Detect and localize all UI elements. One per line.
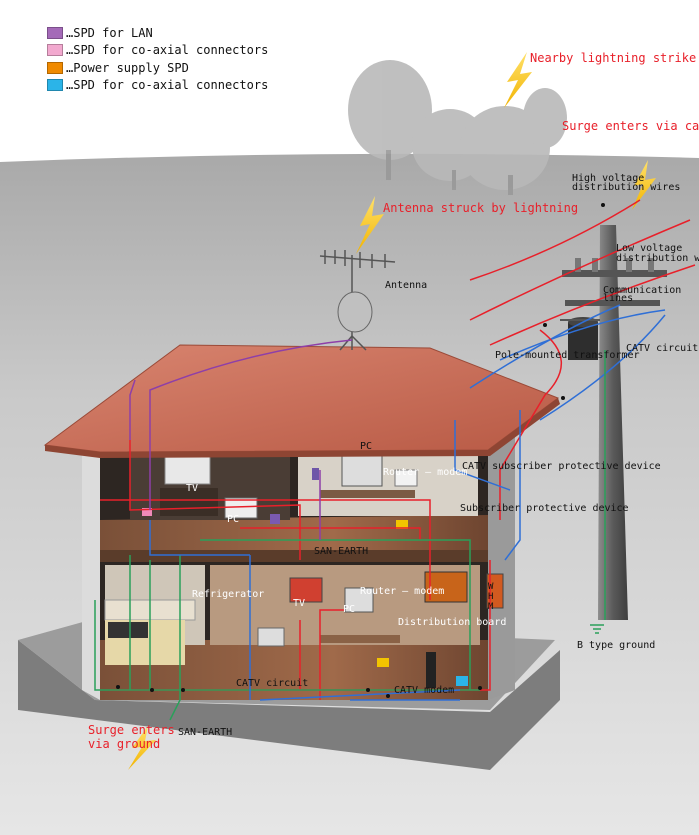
- label-b-type-ground: B type ground: [577, 640, 656, 651]
- speaker-lower: [426, 652, 436, 688]
- label-tv-upper: TV: [186, 483, 199, 494]
- pole-crossarm-2: [565, 300, 660, 306]
- legend-item-coaxial-pink: …SPD for co-axial connectors: [47, 42, 268, 60]
- label-catv-subscriber: CATV subscriber protective device: [462, 461, 661, 472]
- label-low-voltage-line2: distribution wires: [616, 253, 699, 264]
- callout-surge-cables: Surge enters via cables: [562, 119, 699, 133]
- trees: [348, 60, 567, 195]
- wires: [94, 199, 696, 721]
- spd-upper-purple-2: [270, 514, 280, 524]
- ground-rod-icon: [590, 624, 604, 634]
- label-tv-lower: TV: [293, 598, 306, 609]
- stove: [108, 622, 148, 638]
- pc-lower-shape: [344, 587, 374, 613]
- insulator-1: [575, 258, 581, 272]
- legend-swatch-coaxial-blue: [47, 79, 63, 92]
- legend-label-coaxial-pink: …SPD for co-axial connectors: [66, 43, 269, 58]
- label-refrigerator: Refrigerator: [192, 589, 265, 600]
- label-comm-line1: Communication: [603, 285, 682, 296]
- wh-meter-shape: [486, 573, 504, 609]
- label-pc-upper: PC: [360, 441, 373, 452]
- legend-item-coaxial-blue: …SPD for co-axial connectors: [47, 77, 268, 95]
- tv-lower-shape: [289, 577, 323, 603]
- label-subscriber-device: Subscriber protective device: [460, 503, 629, 514]
- lightning-bolt-sky-icon: [504, 52, 532, 108]
- tv-stand-upper: [160, 488, 218, 516]
- lower-floor: [100, 640, 488, 700]
- lightning-bolt-cables-icon: [632, 160, 656, 210]
- label-distribution-board: Distribution board: [398, 617, 507, 628]
- upper-room-right: [298, 448, 478, 516]
- pole-crossarm-1: [562, 270, 667, 277]
- insulator-2: [592, 258, 598, 272]
- spd-lower-blue: [456, 676, 468, 686]
- insulator-4: [648, 258, 654, 272]
- label-router-modem-upper: Router – modem: [383, 467, 468, 478]
- spd-upper-pink: [142, 508, 152, 516]
- label-high-voltage-line2: distribution wires: [572, 182, 681, 193]
- spd-lower-yellow: [377, 658, 389, 667]
- callout-antenna-struck: Antenna struck by lightning: [383, 201, 579, 215]
- router-upper: [394, 469, 418, 487]
- label-pole-transformer: Pole-mounted transformer: [495, 350, 640, 361]
- label-high-voltage-line1: High voltage: [572, 173, 645, 184]
- satellite-dish-icon: [337, 291, 373, 333]
- callout-surge-ground-line1: Surge enters: [88, 723, 175, 737]
- legend-swatch-coaxial-pink: [47, 44, 63, 57]
- label-router-modem-lower: Router – modem: [360, 586, 445, 597]
- insulator-3: [626, 258, 632, 272]
- legend-swatch-power: [47, 61, 63, 74]
- label-san-earth-upper: SAN-EARTH: [314, 546, 369, 557]
- laptop-upper: [224, 497, 258, 519]
- label-catv-circuit-pole: CATV circuit: [626, 343, 699, 354]
- desk-upper: [320, 490, 415, 498]
- label-low-voltage-line1: Low voltage: [616, 243, 683, 254]
- legend-label-power: …Power supply SPD: [66, 60, 189, 75]
- roof-edge: [45, 398, 560, 458]
- phone-lower: [257, 627, 285, 647]
- label-wh-meter: WHM: [488, 582, 494, 612]
- legend-label-lan: …SPD for LAN: [66, 25, 153, 40]
- lightning-bolt-antenna-icon: [356, 196, 384, 254]
- legend-item-lan: …SPD for LAN: [47, 24, 268, 42]
- legend-swatch-lan: [47, 26, 63, 39]
- house-right-wall: [488, 425, 515, 700]
- label-pc-laptop: PC: [227, 514, 240, 525]
- callout-nearby-strike: Nearby lightning strike: [530, 51, 697, 65]
- callout-surge-ground-line2: via ground: [88, 737, 161, 751]
- spd-upper-purple: [312, 468, 319, 480]
- pole-transformer-shape: [560, 317, 600, 360]
- table-lower: [320, 635, 400, 643]
- legend-label-coaxial-blue: …SPD for co-axial connectors: [66, 78, 269, 93]
- legend: …SPD for LAN …SPD for co-axial connector…: [47, 24, 268, 94]
- distribution-board-shape: [424, 571, 468, 603]
- monitor-upper: [341, 455, 383, 487]
- house-left-wall: [82, 440, 100, 700]
- label-catv-circuit-lower: CATV circuit: [236, 678, 309, 689]
- label-pc-lower: PC: [343, 604, 356, 615]
- house-foundation: [18, 640, 560, 770]
- upper-floor-edge: [100, 550, 488, 562]
- label-san-earth-lower: SAN-EARTH: [178, 727, 233, 738]
- label-antenna: Antenna: [385, 280, 428, 291]
- label-comm-line2: lines: [603, 293, 634, 304]
- spd-upper-yellow: [396, 520, 408, 529]
- lightning-bolt-ground-icon: [128, 726, 156, 770]
- label-catv-modem: CATV modem: [394, 685, 455, 696]
- legend-item-power: …Power supply SPD: [47, 59, 268, 77]
- upper-floor: [100, 515, 488, 560]
- wire-junction-dots: [116, 203, 605, 698]
